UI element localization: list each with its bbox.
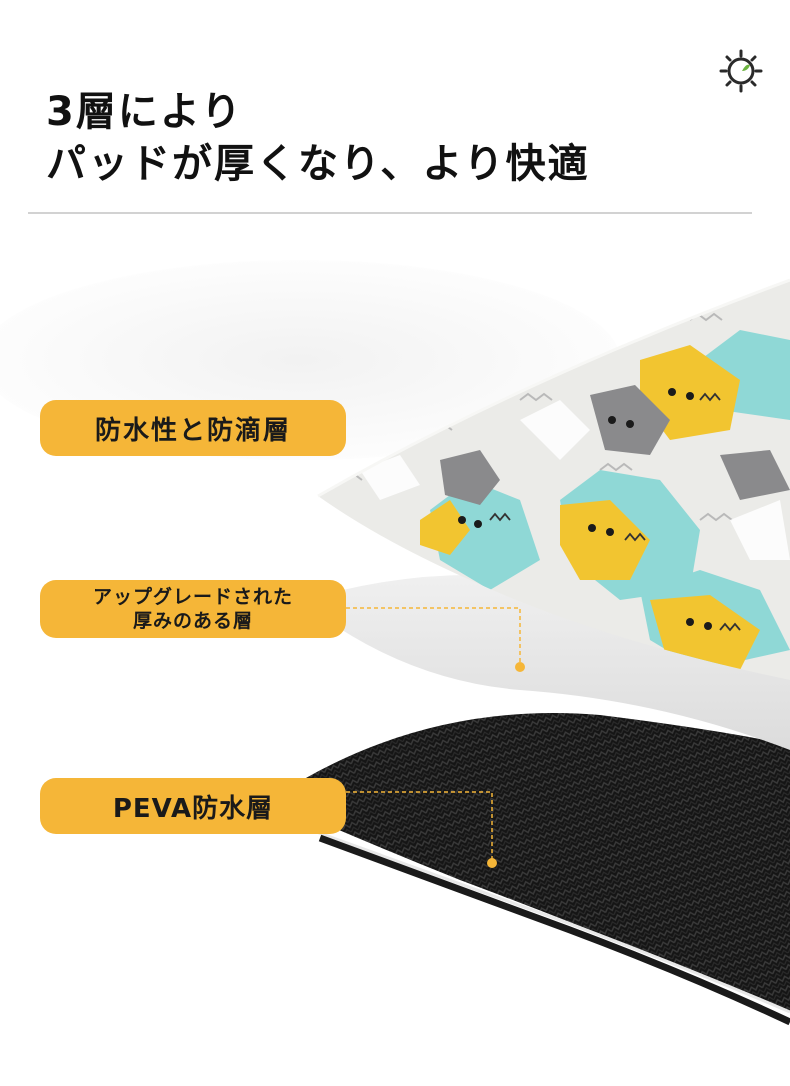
label-bottom-layer-text: PEVA防水層 bbox=[112, 793, 274, 824]
peva-layer-shape bbox=[270, 713, 790, 1012]
page-title: 3層により パッドが厚くなり、より快適 bbox=[46, 86, 590, 190]
layer-illustration bbox=[0, 260, 790, 1026]
label-middle-layer-line2: 厚みのある層 bbox=[132, 610, 253, 632]
callout-dot-middle bbox=[515, 662, 525, 672]
label-middle-layer: アップグレードされた 厚みのある層 bbox=[40, 580, 346, 638]
sun-logo-icon bbox=[719, 49, 763, 93]
title-line-2: パッドが厚くなり、より快適 bbox=[46, 141, 590, 187]
label-middle-layer-line1: アップグレードされた bbox=[92, 586, 293, 608]
callout-dot-bottom bbox=[487, 858, 497, 868]
label-top-layer: 防水性と防滴層 bbox=[40, 400, 346, 456]
label-bottom-layer: PEVA防水層 bbox=[40, 778, 346, 834]
fabric-layer-shape bbox=[318, 280, 790, 680]
title-divider bbox=[28, 212, 752, 214]
label-top-layer-text: 防水性と防滴層 bbox=[94, 415, 291, 446]
title-line-1: 3層により bbox=[46, 89, 244, 135]
